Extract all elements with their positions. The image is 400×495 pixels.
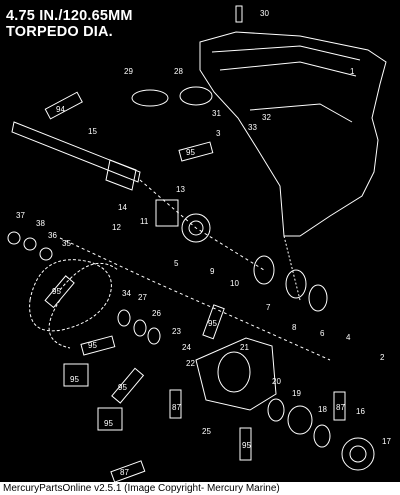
lube-tube-95 [111,367,145,404]
callout-28: 28 [174,67,183,76]
lube-label: 95 [118,383,127,392]
lube-tube-95 [202,304,225,340]
callout-7: 7 [266,303,271,312]
lube-tube-94 [44,91,83,120]
callout-33: 33 [248,123,257,132]
lube-label: 87 [172,403,181,412]
screw [235,5,243,23]
callout-14: 14 [118,203,127,212]
lube-tube-95 [44,275,75,309]
gear-housing [199,31,387,237]
callout-1: 1 [350,67,355,76]
propeller [29,259,112,332]
callout-25: 25 [202,427,211,436]
callout-21: 21 [240,343,249,352]
callout-31: 31 [212,109,221,118]
torpedo-label: TORPEDO DIA. [6,24,113,40]
roller-bearing [287,405,313,435]
lube-tube-95 [63,363,89,387]
lube-tube-87 [169,389,182,419]
lube-label: 87 [120,468,129,477]
lube-label: 95 [242,441,251,450]
bearing-carrier [195,337,277,411]
bearing-race [285,269,307,299]
callout-20: 20 [272,377,281,386]
callout-34: 34 [122,289,131,298]
callout-5: 5 [174,259,179,268]
pinion-gear [181,213,211,243]
callout-30: 30 [260,9,269,18]
lube-label: 95 [208,319,217,328]
lube-label: 95 [186,148,195,157]
clutch [155,199,179,227]
callout-3: 3 [216,129,221,138]
callout-38: 38 [36,219,45,228]
callout-23: 23 [172,327,181,336]
callout-6: 6 [320,329,325,338]
lube-label: 95 [88,341,97,350]
callout-4: 4 [346,333,351,342]
prop-nut [7,231,21,245]
callout-24: 24 [182,343,191,352]
callout-11: 11 [140,217,149,226]
forward-gear [341,437,375,471]
callout-18: 18 [318,405,327,414]
lube-tube-95 [80,335,116,356]
lube-label: 95 [70,375,79,384]
lube-tube-87 [110,460,146,483]
pump-impeller [131,89,169,107]
callout-15: 15 [88,127,97,136]
callout-8: 8 [292,323,297,332]
torpedo-size-inches: 4.75 IN./120.65MM [6,8,133,24]
lube-tube-95 [178,141,214,162]
callout-37: 37 [16,211,25,220]
callout-36: 36 [48,231,57,240]
lube-label: 94 [56,105,65,114]
copyright-footer: MercuryPartsOnline v2.5.1 (Image Copyrig… [0,482,400,495]
callout-19: 19 [292,389,301,398]
callout-26: 26 [152,309,161,318]
callout-29: 29 [124,67,133,76]
lube-label: 87 [336,403,345,412]
diagram-heading: 4.75 IN./120.65MM TORPEDO DIA. [6,8,133,40]
tapered-bearing [253,255,275,285]
callout-32: 32 [262,113,271,122]
lube-tube-95 [97,407,123,431]
drive-shaft [11,121,141,183]
callout-27: 27 [138,293,147,302]
lube-label: 95 [104,419,113,428]
callout-35: 35 [62,239,71,248]
callout-22: 22 [186,359,195,368]
callout-13: 13 [176,185,185,194]
callout-9: 9 [210,267,215,276]
lube-tube-95 [239,427,252,461]
pump-cover [179,86,213,106]
callout-10: 10 [230,279,239,288]
lube-label: 95 [52,287,61,296]
callout-16: 16 [356,407,365,416]
lube-tube-87 [333,391,346,421]
callout-2: 2 [380,353,385,362]
callout-12: 12 [112,223,121,232]
o-ring [308,284,328,312]
callout-17: 17 [382,437,391,446]
